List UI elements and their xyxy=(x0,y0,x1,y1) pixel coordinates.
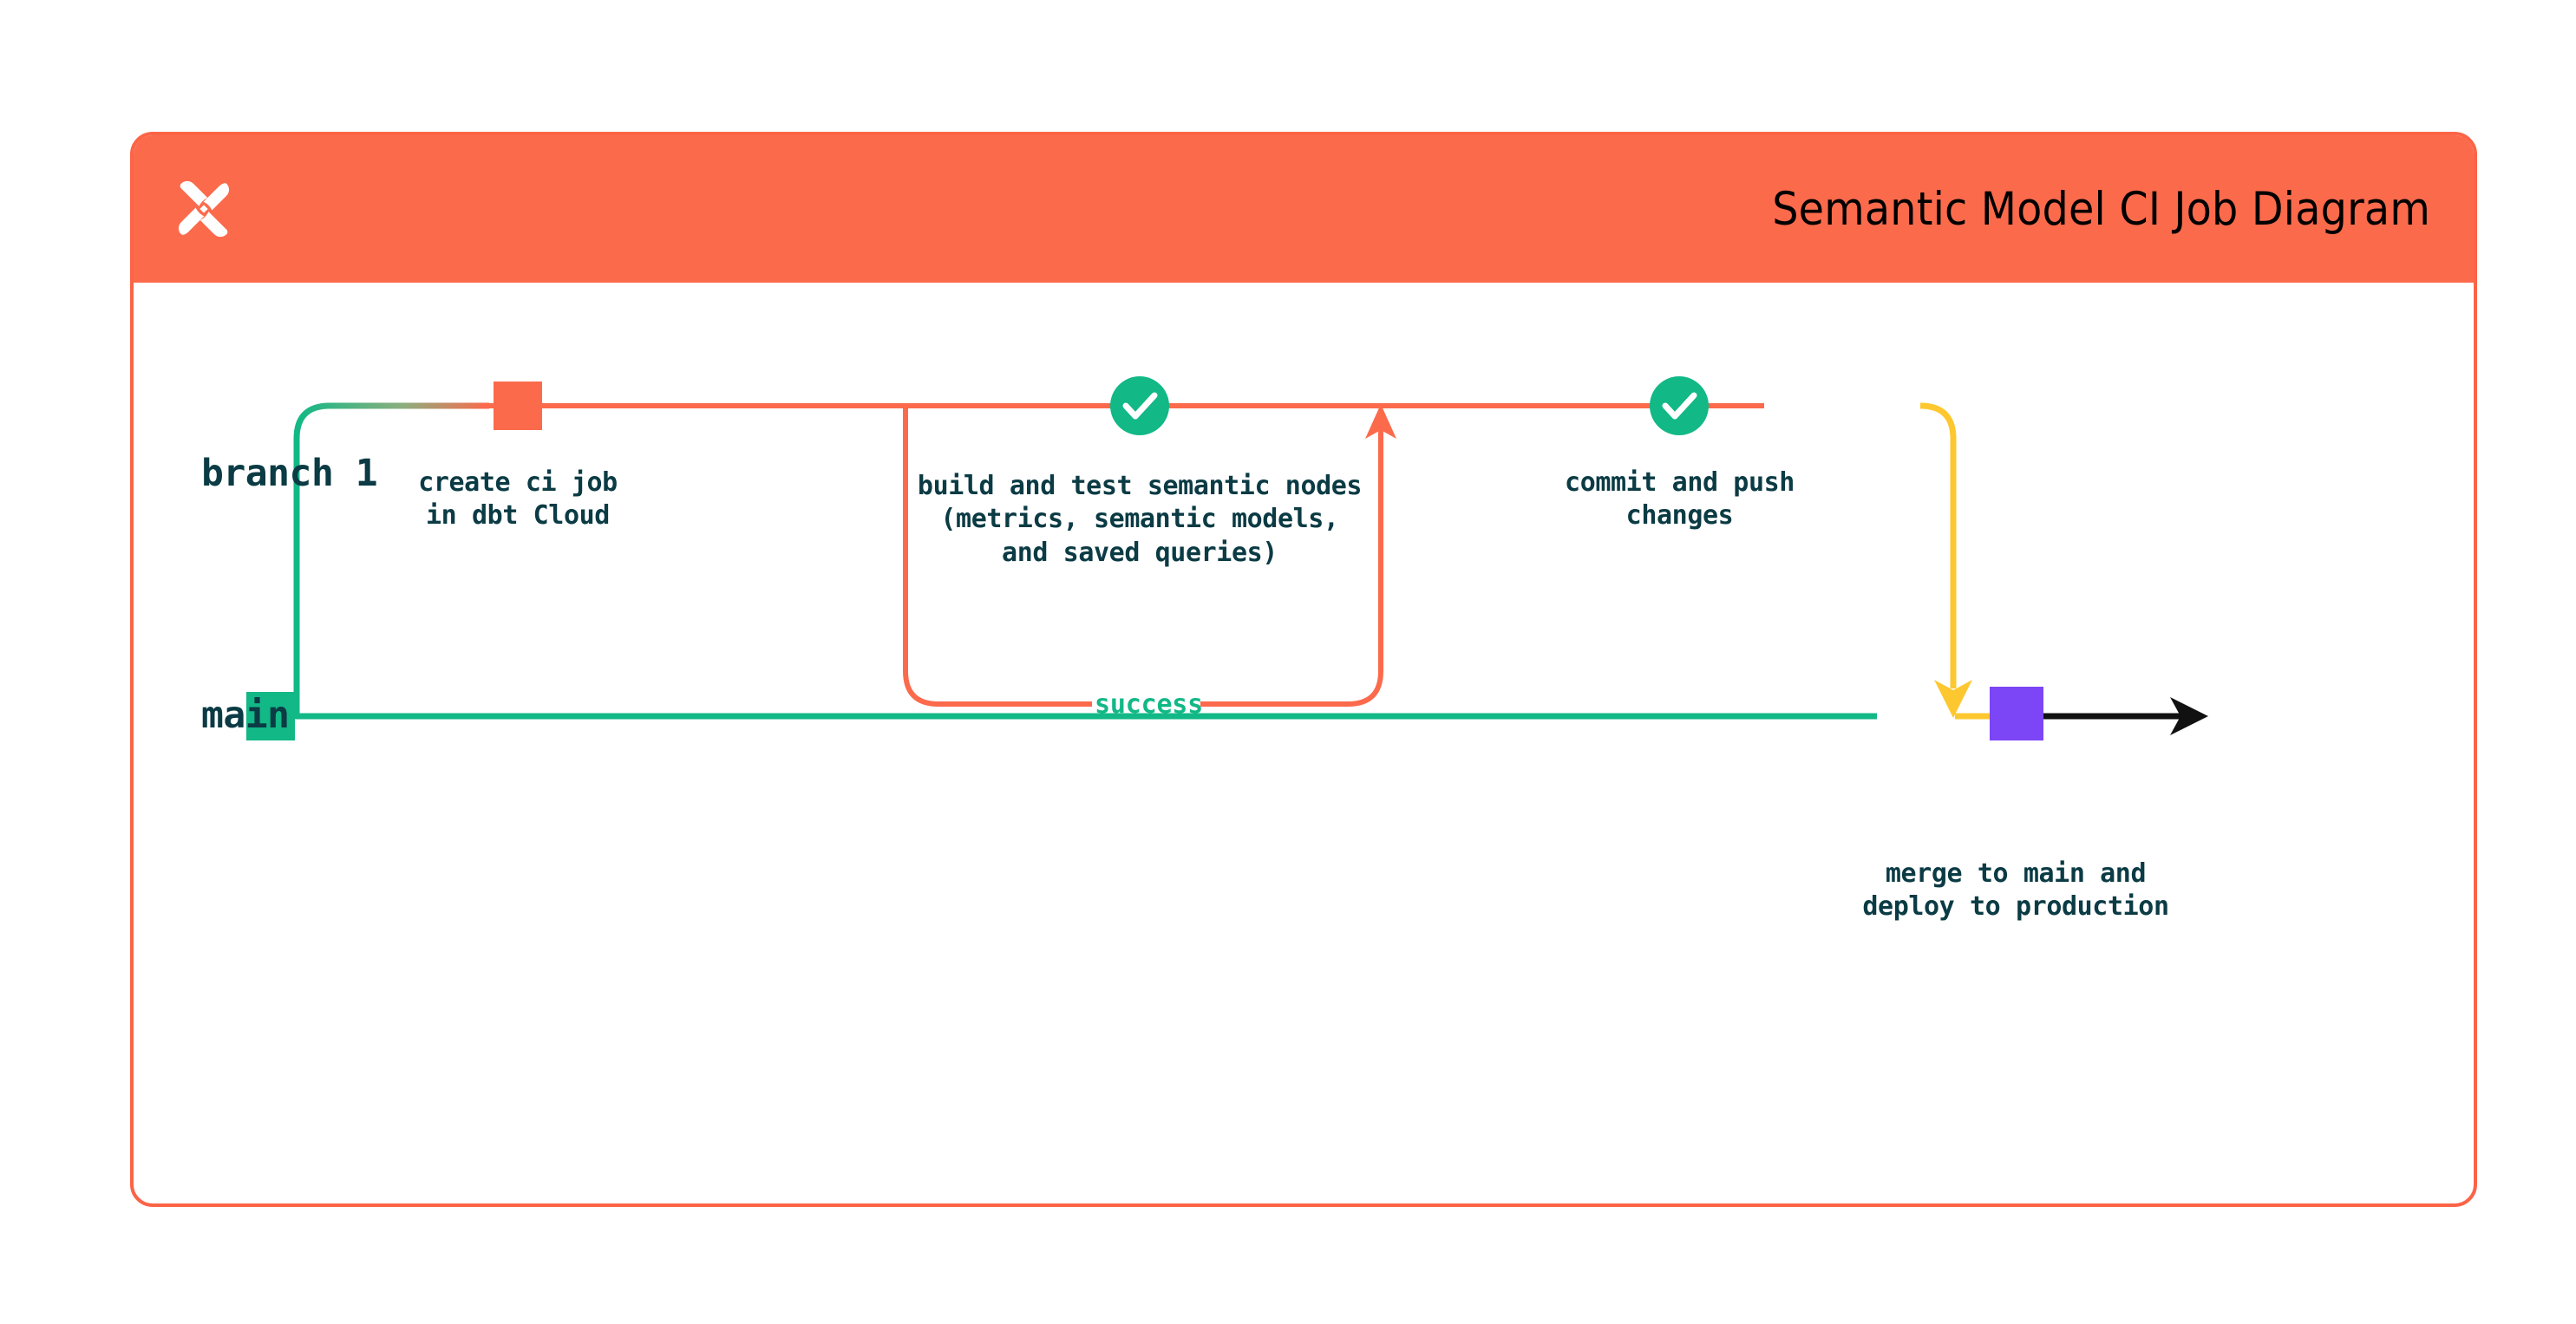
build-and-test-node[interactable] xyxy=(1110,376,1169,435)
step-line-2: (metrics, semantic models, xyxy=(940,504,1339,535)
diagram-card: Semantic Model CI Job Diagram xyxy=(130,132,2477,1207)
success-edge-label: success xyxy=(1095,689,1204,720)
main-continue-arrow xyxy=(2042,697,2208,735)
lane-label-branch: branch 1 xyxy=(201,452,378,495)
card-header: Semantic Model CI Job Diagram xyxy=(134,135,2474,283)
success-loop-path xyxy=(903,404,1396,707)
branch-out-line xyxy=(293,402,489,716)
create-ci-job-node[interactable] xyxy=(494,382,542,430)
merge-to-main-node[interactable] xyxy=(1990,687,2043,740)
merge-down-arrow xyxy=(1919,402,1972,718)
step-line-3: and saved queries) xyxy=(1002,537,1278,568)
step-line-1: merge to main and xyxy=(1885,858,2147,889)
step-line-1: build and test semantic nodes xyxy=(917,471,1363,501)
step-line-1: create ci job xyxy=(418,467,618,498)
page-title: Semantic Model CI Job Diagram xyxy=(1772,182,2430,236)
step-line-1: commit and push xyxy=(1565,467,1795,498)
lane-label-main: main xyxy=(201,694,290,737)
dbt-logo-icon xyxy=(165,175,238,243)
commit-and-push-node[interactable] xyxy=(1650,376,1709,435)
step-line-2: in dbt Cloud xyxy=(426,500,610,532)
step-line-2: deploy to production xyxy=(1862,891,2169,923)
step-label-build-and-test: build and test semantic nodes(metrics, s… xyxy=(897,470,1383,570)
step-line-2: changes xyxy=(1625,500,1734,532)
main-start-node[interactable] xyxy=(246,692,295,740)
